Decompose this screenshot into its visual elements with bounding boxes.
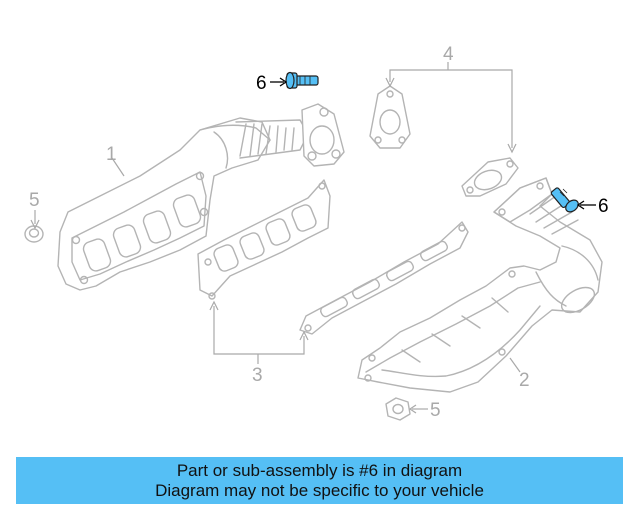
parts-diagram: 1 2 3 4 5 5 6 6 bbox=[24, 44, 609, 421]
arrow-5b bbox=[408, 404, 417, 414]
gasket-left bbox=[197, 179, 331, 300]
callout-6-right: 6 bbox=[598, 196, 609, 217]
arrow-3a bbox=[209, 300, 219, 311]
nut-right bbox=[385, 397, 411, 421]
callout-1: 1 bbox=[106, 144, 117, 165]
info-banner: Part or sub-assembly is #6 in diagram Di… bbox=[16, 457, 623, 504]
leader-2 bbox=[509, 357, 521, 373]
banner-line-2: Diagram may not be specific to your vehi… bbox=[155, 480, 484, 500]
leader-1 bbox=[111, 157, 125, 177]
leader-4 bbox=[389, 62, 513, 148]
exhaust-manifold-left bbox=[57, 103, 345, 291]
arrow-6a bbox=[279, 77, 288, 87]
flange-gasket-upper bbox=[369, 85, 411, 149]
nut-left bbox=[24, 225, 44, 243]
arrow-4a bbox=[385, 77, 395, 88]
callout-6-top: 6 bbox=[256, 73, 267, 94]
arrow-6b bbox=[576, 200, 585, 210]
banner-line-1: Part or sub-assembly is #6 in diagram bbox=[176, 460, 463, 480]
bolt-right-highlighted bbox=[550, 187, 579, 213]
bolt-top-highlighted bbox=[285, 71, 319, 90]
arrow-3b bbox=[299, 330, 309, 341]
callout-4: 4 bbox=[443, 44, 454, 65]
callout-5-left: 5 bbox=[29, 190, 40, 211]
callout-3: 3 bbox=[252, 365, 263, 386]
exhaust-manifold-right bbox=[357, 177, 603, 393]
arrow-5a bbox=[30, 219, 40, 230]
gasket-right bbox=[299, 221, 469, 335]
callout-5-right: 5 bbox=[430, 400, 441, 421]
flange-gasket-lower bbox=[461, 157, 519, 197]
leader-3 bbox=[213, 306, 305, 364]
callout-2: 2 bbox=[519, 370, 530, 391]
arrow-4b bbox=[507, 143, 517, 154]
